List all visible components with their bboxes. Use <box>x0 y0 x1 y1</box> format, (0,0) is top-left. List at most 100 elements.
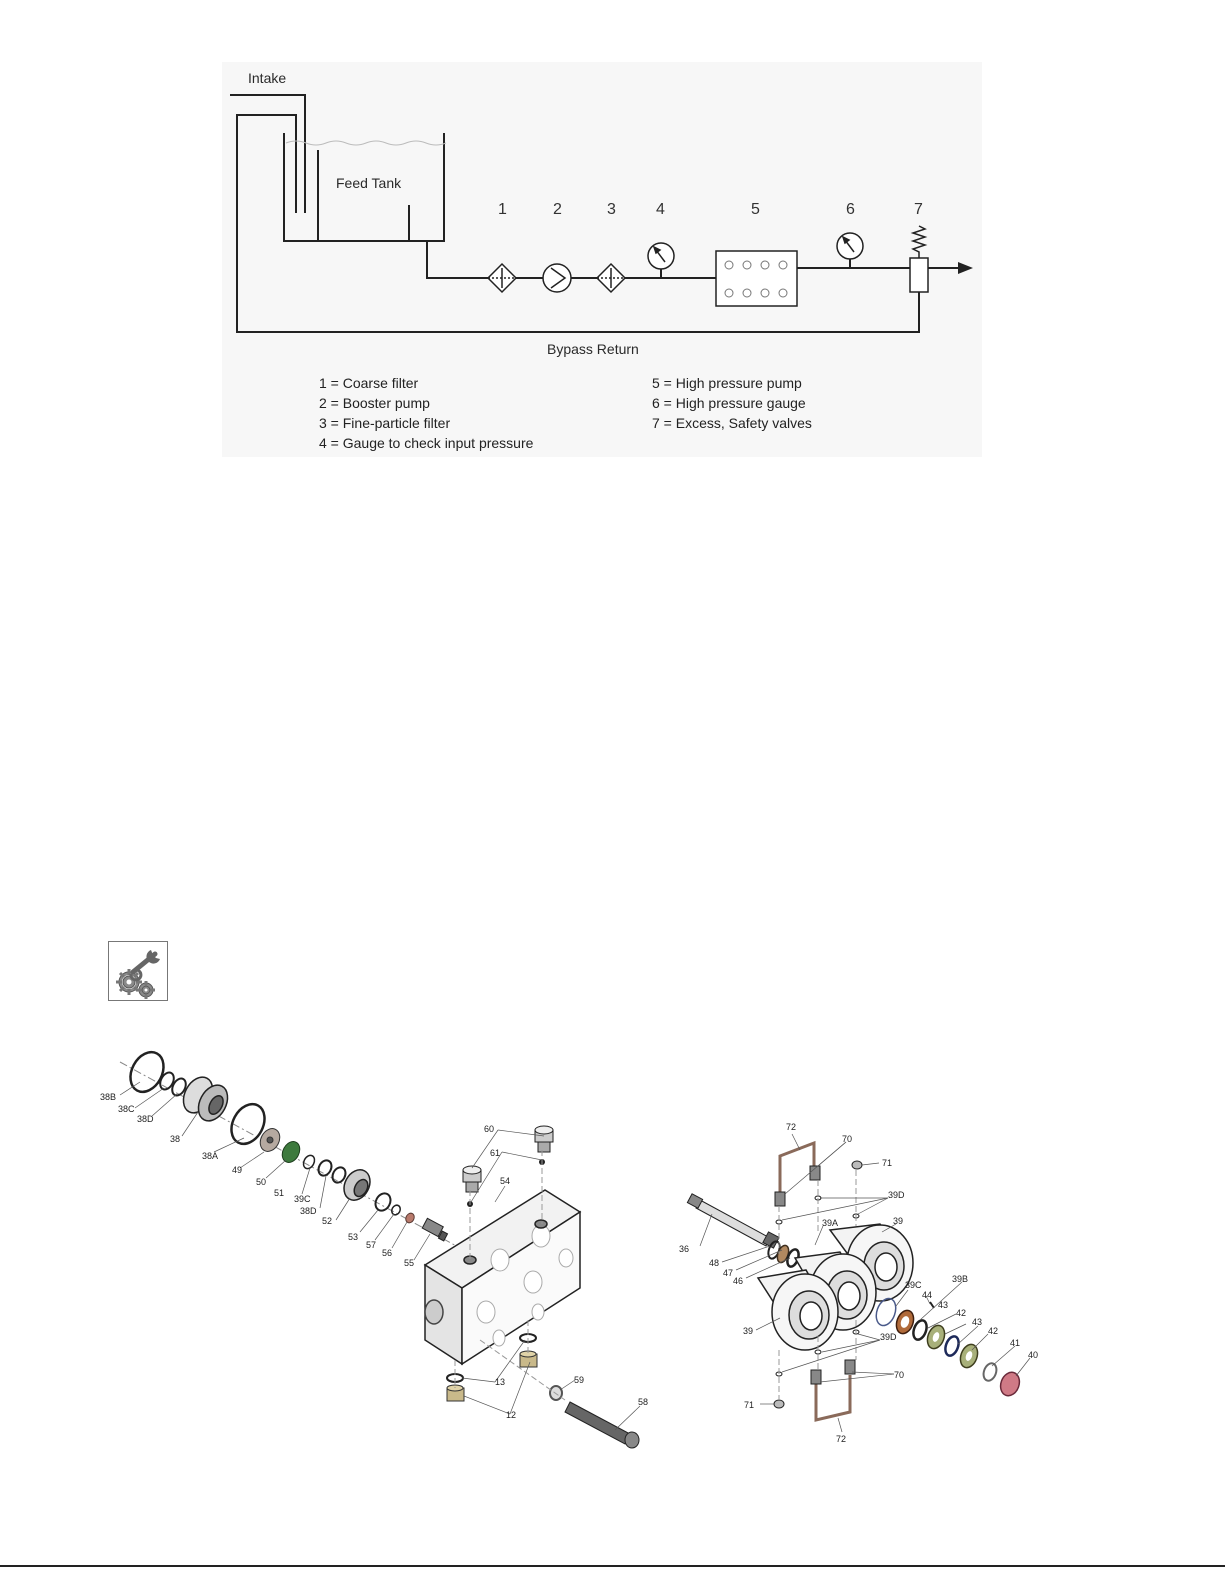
callout-label: 58 <box>638 1397 648 1407</box>
feed-tank <box>283 133 445 242</box>
callout-label: 39D <box>888 1190 905 1200</box>
callout-label: 49 <box>232 1165 242 1175</box>
fine-filter-symbol <box>595 262 627 294</box>
callout-label: 72 <box>786 1122 796 1132</box>
o-ring-part <box>982 1362 998 1382</box>
callout-label: 39C <box>294 1194 311 1204</box>
legend-item: 7 = Excess, Safety valves <box>652 415 812 431</box>
safety-valve-symbol <box>909 225 929 293</box>
outlet-arrow <box>958 262 973 274</box>
manifold-block <box>423 1189 582 1366</box>
spring-part <box>999 1371 1021 1397</box>
o-ring-part <box>912 1319 928 1341</box>
tube-part <box>778 1140 852 1422</box>
stage-number-6: 6 <box>846 201 855 218</box>
callout-label: 13 <box>495 1377 505 1387</box>
callout-label: 38D <box>300 1206 317 1216</box>
callout-label: 48 <box>709 1258 719 1268</box>
stage-number-5: 5 <box>751 201 760 218</box>
callout-label: 39B <box>952 1274 968 1284</box>
callout-label: 38A <box>202 1151 218 1161</box>
legend-right: 5 = High pressure pump 6 = High pressure… <box>652 373 812 433</box>
stage-number-4: 4 <box>656 201 665 218</box>
o-ring-part <box>944 1335 960 1357</box>
main-line <box>426 241 490 279</box>
callout-label: 72 <box>836 1434 846 1444</box>
callout-label: 12 <box>506 1410 516 1420</box>
legend-left: 1 = Coarse filter 2 = Booster pump 3 = F… <box>319 373 533 453</box>
intake-label: Intake <box>248 70 287 86</box>
stage-number-7: 7 <box>914 201 923 218</box>
callout-label: 44 <box>922 1290 932 1300</box>
callout-label: 38 <box>170 1134 180 1144</box>
schematic-panel <box>222 62 982 457</box>
callout-label: 43 <box>972 1317 982 1327</box>
o-ring-part <box>171 1077 187 1097</box>
callout-label: 38D <box>137 1114 154 1124</box>
callout-label: 42 <box>988 1326 998 1336</box>
callout-label: 55 <box>404 1258 414 1268</box>
coarse-filter-symbol <box>486 262 518 294</box>
legend-item: 3 = Fine-particle filter <box>319 415 451 431</box>
washer-part <box>549 1385 563 1401</box>
bolt-part <box>564 1401 640 1449</box>
o-ring-part <box>875 1297 897 1327</box>
callout-label: 61 <box>490 1148 500 1158</box>
legend-item: 1 = Coarse filter <box>319 375 419 391</box>
bypass-return-pipe <box>236 114 920 333</box>
callout-label: 50 <box>256 1177 266 1187</box>
high-pressure-gauge-symbol <box>836 232 864 260</box>
callout-label: 51 <box>274 1188 284 1198</box>
legend-item: 5 = High pressure pump <box>652 375 802 391</box>
callout-label: 39A <box>822 1218 838 1228</box>
o-ring-part <box>230 1102 266 1146</box>
callout-label: 41 <box>1010 1338 1020 1348</box>
callout-label: 56 <box>382 1248 392 1258</box>
callout-label: 71 <box>744 1400 754 1410</box>
callout-label: 42 <box>956 1308 966 1318</box>
callout-label: 54 <box>500 1176 510 1186</box>
green-seal-part <box>281 1141 301 1163</box>
callout-label: 36 <box>679 1244 689 1254</box>
callout-label: 39 <box>893 1216 903 1226</box>
callout-label: 70 <box>894 1370 904 1380</box>
fitting-part <box>773 1160 863 1409</box>
feed-tank-label: Feed Tank <box>336 175 402 191</box>
cartridge-part <box>343 1169 371 1201</box>
stage-number-3: 3 <box>607 201 616 218</box>
water-surface <box>285 140 447 146</box>
callout-label: 39C <box>905 1280 922 1290</box>
o-ring-part <box>331 1166 347 1184</box>
booster-pump-symbol <box>542 263 572 293</box>
callout-label: 46 <box>733 1276 743 1286</box>
cartridge-part <box>182 1076 229 1122</box>
fitting-part <box>421 1217 449 1242</box>
stage-number-1: 1 <box>498 201 507 218</box>
plunger-part <box>686 1193 780 1249</box>
intake-pipe <box>230 94 306 213</box>
legend-item: 2 = Booster pump <box>319 395 430 411</box>
wrench-gears-icon <box>108 941 168 1001</box>
high-pressure-pump-symbol <box>715 250 798 307</box>
o-ring-part <box>374 1192 392 1212</box>
callout-label: 38B <box>100 1092 116 1102</box>
callout-label: 71 <box>882 1158 892 1168</box>
footer-rule <box>0 1565 1225 1567</box>
legend-item: 6 = High pressure gauge <box>652 395 806 411</box>
cylinder-part <box>756 1269 839 1351</box>
callout-label: 43 <box>938 1300 948 1310</box>
input-gauge-symbol <box>647 242 675 270</box>
spring-part <box>405 1212 415 1224</box>
o-ring-part <box>302 1154 316 1170</box>
legend-item: 4 = Gauge to check input pressure <box>319 435 534 451</box>
callout-label: 59 <box>574 1375 584 1385</box>
callout-label: 60 <box>484 1124 494 1134</box>
callout-label: 47 <box>723 1268 733 1278</box>
callout-label: 53 <box>348 1232 358 1242</box>
o-ring-part <box>317 1159 333 1177</box>
callout-label: 38C <box>118 1104 135 1114</box>
bypass-return-label: Bypass Return <box>547 341 639 357</box>
callout-label: 39 <box>743 1326 753 1336</box>
